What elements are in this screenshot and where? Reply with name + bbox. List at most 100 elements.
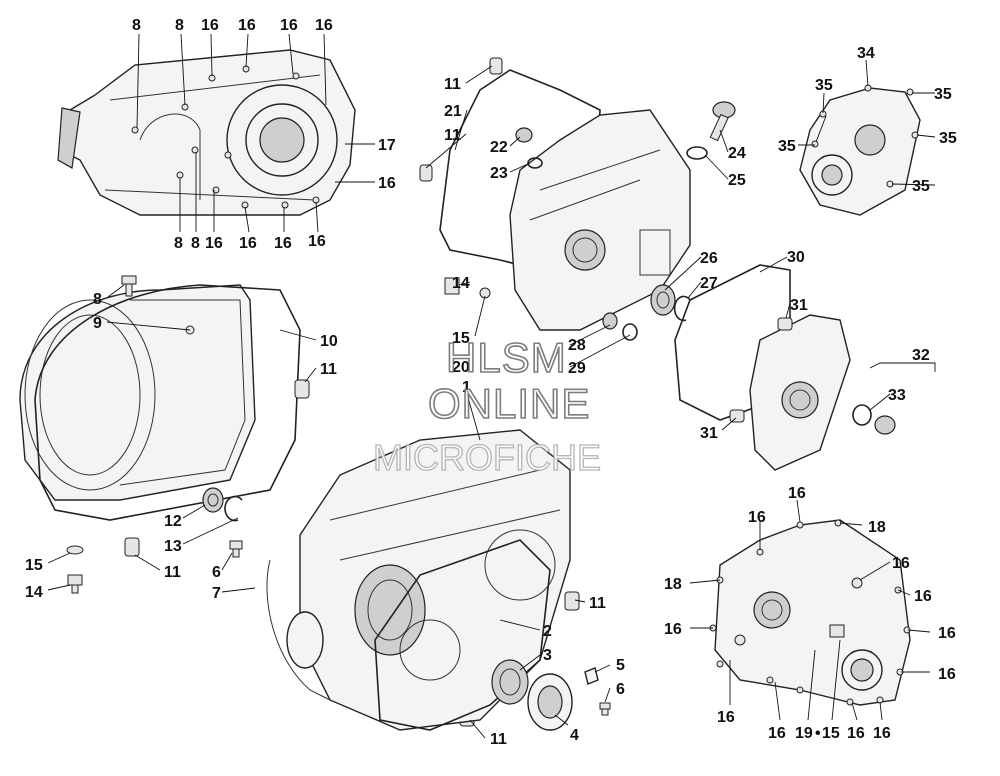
watermark: HLSM ONLINE MICROFICHE [372,333,601,478]
callout-7: 7 [212,585,221,602]
callout-6: 6 [212,564,221,581]
dowel-31 [729,317,793,423]
callout-16: 16 [378,175,396,192]
callout-29: 29 [568,360,586,377]
right-cover [709,519,911,706]
bolt-8 [121,275,137,297]
callout-35: 35 [934,86,952,103]
callout-33: 33 [888,387,906,404]
callout-16: 16 [315,17,333,34]
callout-6: 6 [616,681,625,698]
leader-lines [47,33,936,739]
watermark-line-3: MICROFICHE [373,437,601,478]
outer-clutch-cover [57,49,356,216]
callout-10: 10 [320,333,338,350]
callout-35: 35 [939,130,957,147]
callout-15: 15 [25,557,43,574]
callout-16: 16 [717,709,735,726]
callout-11: 11 [320,361,337,378]
bullet-mark: • [815,725,821,742]
callout-11: 11 [164,564,181,581]
callout-15: 15 [822,725,840,742]
callout-19: 19 [795,725,813,742]
callout-31: 31 [790,297,808,314]
crankcase [266,429,571,731]
callout-16: 16 [280,17,298,34]
callout-16: 16 [274,235,292,252]
callout-21: 21 [444,103,462,120]
callout-22: 22 [490,139,508,156]
drain-plug-14 [66,545,84,594]
callout-16: 16 [238,17,256,34]
ring-27 [673,295,691,322]
screw-6 [599,702,611,716]
callout-16: 16 [239,235,257,252]
callout-5: 5 [616,657,625,674]
callout-16: 16 [914,588,932,605]
watermark-line-2: ONLINE [428,380,590,427]
seal-28 [602,312,618,330]
plug-14-center [444,277,491,299]
callout-25: 25 [728,172,746,189]
callout-35: 35 [912,178,930,195]
small-cover [799,84,921,216]
snap-ring-13 [224,495,243,522]
callout-15: 15 [452,330,470,347]
callout-8: 8 [174,235,183,252]
callout-3: 3 [543,647,552,664]
callout-18: 18 [664,576,682,593]
callout-27: 27 [700,275,718,292]
seal-3 [491,659,529,705]
callout-11: 11 [490,731,507,748]
o-ring-33 [852,404,872,426]
callout-16: 16 [938,625,956,642]
cap-32 [874,415,896,435]
callout-16: 16 [938,666,956,683]
bracket-32 [869,362,936,372]
callout-4: 4 [570,727,579,744]
callout-35: 35 [815,77,833,94]
callout-23: 23 [490,165,508,182]
callout-14: 14 [25,584,43,601]
callout-13: 13 [164,538,182,555]
callout-16: 16 [664,621,682,638]
bearing-12 [202,487,224,513]
ring-29 [622,323,638,341]
callout-30: 30 [787,249,805,266]
crankcase-gasket-2 [374,539,551,731]
gear-cover [749,314,851,471]
callout-20: 20 [452,359,470,376]
callout-32: 32 [912,347,930,364]
o-ring-25 [686,146,708,160]
clip-5 [584,667,599,685]
callout-8: 8 [175,17,184,34]
callout-11: 11 [444,76,461,93]
callout-28: 28 [568,337,586,354]
callout-9: 9 [93,315,102,332]
gasket-21 [439,69,601,276]
cap-22 [515,127,533,143]
callouts: 8 8 16 16 16 16 17 16 8 8 16 16 16 16 8 … [25,17,957,748]
callout-16: 16 [873,725,891,742]
callout-31: 31 [700,425,718,442]
o-ring-23 [527,157,543,169]
callout-16: 16 [205,235,223,252]
dipstick-24 [709,101,736,142]
callout-11: 11 [444,127,461,144]
case-half [509,109,691,331]
watermark-line-1: HLSM [446,334,567,381]
callout-14: 14 [452,275,470,292]
callout-34: 34 [857,45,875,62]
callout-16: 16 [768,725,786,742]
callout-8: 8 [132,17,141,34]
bolt-6 [229,540,243,558]
inner-clutch-cover [19,284,256,501]
callout-16: 16 [847,725,865,742]
callout-8: 8 [93,291,102,308]
callout-16: 16 [201,17,219,34]
callout-12: 12 [164,513,182,530]
callout-18: 18 [868,519,886,536]
callout-1: 1 [462,379,471,396]
seal-26 [650,284,676,316]
callout-16: 16 [748,509,766,526]
